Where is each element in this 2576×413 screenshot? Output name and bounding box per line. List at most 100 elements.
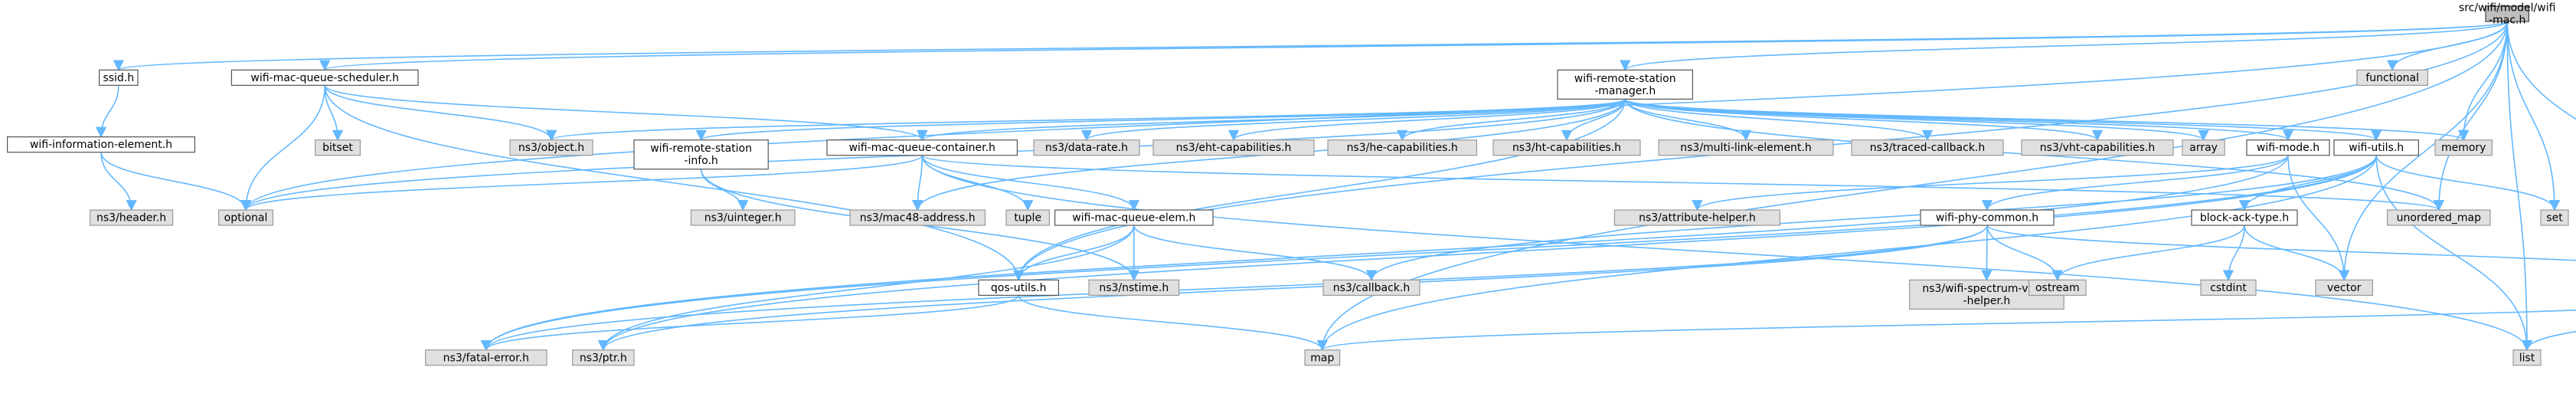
edge-root-to-list <box>2506 21 2533 352</box>
node-box-wmode[interactable] <box>2246 139 2330 156</box>
node-label-ht: ns3/ht-capabilities.h <box>1512 142 1621 154</box>
node-box-root[interactable] <box>2485 5 2530 22</box>
node-attrhelper: ns3/attribute-helper.h <box>1613 209 1780 226</box>
node-label-map: map <box>1310 352 1334 364</box>
edge-wrsm-to-qos <box>1013 99 1626 281</box>
node-label-mac48: ns3/mac48-address.h <box>860 212 976 225</box>
edge-root-to-wstd <box>2506 21 2576 120</box>
node-root[interactable]: src/wifi/model/wifi-mac.h <box>2459 2 2556 27</box>
node-box-attrhelper <box>1613 209 1780 226</box>
node-wrsi[interactable]: wifi-remote-station-info.h <box>633 139 769 170</box>
edge-root-to-set <box>2506 21 2561 211</box>
node-bat[interactable]: block-ack-type.h <box>2191 209 2298 226</box>
node-bitset: bitset <box>315 139 361 156</box>
edge-wmqe-to-ptr <box>597 225 1135 352</box>
node-box-wmqs[interactable] <box>230 69 419 86</box>
edge-wrsm-to-memory <box>1624 98 2469 142</box>
edge-root-to-ssid <box>113 21 2508 71</box>
node-callback: ns3/callback.h <box>1322 279 1420 296</box>
edge-wrsm-to-traced <box>1624 98 1934 142</box>
edge-qos-to-map <box>1018 295 1328 352</box>
node-box-wpc[interactable] <box>1920 209 2055 226</box>
node-label-ssid: ssid.h <box>103 72 134 84</box>
node-object: ns3/object.h <box>509 139 593 156</box>
edge-wstd-to-list <box>2521 330 2576 352</box>
node-wie[interactable]: wifi-information-element.h <box>7 136 196 153</box>
node-label-ostream: ostream <box>2035 282 2080 294</box>
node-wrsm[interactable]: wifi-remote-station-manager.h <box>1557 69 1693 100</box>
node-box-ptr <box>571 349 635 366</box>
node-wutils[interactable]: wifi-utils.h <box>2333 139 2420 156</box>
node-label-callback: ns3/callback.h <box>1333 282 1410 294</box>
node-wmqe[interactable]: wifi-mac-queue-elem.h <box>1054 209 1214 226</box>
node-cstdint: cstdint <box>2200 279 2257 296</box>
node-label-wie: wifi-information-element.h <box>30 139 172 151</box>
edge-wrsm-to-array <box>1624 98 2209 142</box>
edge-root-to-memory <box>2458 21 2508 142</box>
edge-bat-to-vector <box>2244 225 2350 281</box>
edge-wpc-to-wstd <box>1986 225 2576 261</box>
node-label-functional: functional <box>2365 72 2419 84</box>
edge-wmqe-to-callback <box>1133 225 1378 281</box>
node-label-header: ns3/header.h <box>96 212 166 225</box>
node-box-uinteger <box>690 209 796 226</box>
node-wmqc[interactable]: wifi-mac-queue-container.h <box>826 139 1018 156</box>
node-ostream: ostream <box>2028 279 2087 296</box>
node-box-ostream <box>2028 279 2087 296</box>
node-box-datarate <box>1033 139 1140 156</box>
node-ssid[interactable]: ssid.h <box>99 69 139 86</box>
edge-root-to-wmqs <box>320 21 2508 71</box>
node-label-tuple: tuple <box>1014 212 1041 225</box>
node-label-vector: vector <box>2327 282 2362 294</box>
edge-wutils-to-set <box>2375 155 2561 211</box>
node-box-qos[interactable] <box>978 279 1060 296</box>
edge-wie-to-optional <box>100 152 252 211</box>
node-box-wutils[interactable] <box>2333 139 2420 156</box>
edge-root-to-wrsm <box>1620 21 2508 71</box>
edge-wutils-to-ptr <box>597 155 2377 352</box>
node-box-ssid[interactable] <box>99 69 139 86</box>
node-box-vht <box>2021 139 2174 156</box>
edge-wmqc-to-optional <box>240 155 923 211</box>
edge-wutils-to-list <box>2375 155 2533 352</box>
edge-wmqs-to-qos <box>324 85 1025 281</box>
edge-wrsm-to-he <box>1397 99 1626 142</box>
node-box-tuple <box>1005 209 1051 226</box>
edge-wrsi-to-uinteger <box>700 169 749 211</box>
node-label-nstime: ns3/nstime.h <box>1099 282 1169 294</box>
node-box-cstdint <box>2200 279 2257 296</box>
node-box-wrsm[interactable] <box>1557 69 1693 100</box>
node-box-wie[interactable] <box>7 136 196 153</box>
node-box-optional <box>218 209 274 226</box>
node-label-ptr: ns3/ptr.h <box>580 352 627 364</box>
node-datarate: ns3/data-rate.h <box>1033 139 1140 156</box>
node-box-mac48 <box>849 209 986 226</box>
edge-wmqs-to-optional <box>240 85 325 211</box>
node-box-header <box>89 209 174 226</box>
node-wpc[interactable]: wifi-phy-common.h <box>1920 209 2055 226</box>
node-label-wrsi: wifi-remote-station <box>650 143 752 155</box>
node-qos[interactable]: qos-utils.h <box>978 279 1060 296</box>
edge-wrsm-to-wmqc <box>917 98 1626 142</box>
node-wmqs[interactable]: wifi-mac-queue-scheduler.h <box>230 69 419 86</box>
node-label-bitset: bitset <box>322 142 353 154</box>
node-box-functional <box>2356 69 2429 86</box>
edge-root-to-vector <box>2339 21 2508 281</box>
node-nstime: ns3/nstime.h <box>1088 279 1180 296</box>
node-label-array: array <box>2189 142 2218 154</box>
node-set: set <box>2540 209 2569 226</box>
node-box-bat[interactable] <box>2191 209 2298 226</box>
node-wmode[interactable]: wifi-mode.h <box>2246 139 2330 156</box>
edge-wutils-to-fatal <box>480 155 2377 352</box>
node-box-wmqc[interactable] <box>826 139 1018 156</box>
edge-wmqc-to-list <box>921 155 2532 352</box>
edge-wrsm-to-mle <box>1624 99 1752 142</box>
node-box-wrsi[interactable] <box>633 139 769 170</box>
node-label-attrhelper: ns3/attribute-helper.h <box>1639 212 1756 225</box>
node-label-traced: ns3/traced-callback.h <box>1870 142 1986 154</box>
node-box-wmqe[interactable] <box>1054 209 1214 226</box>
node-label-wpc: wifi-phy-common.h <box>1936 212 2038 225</box>
node-memory: memory <box>2434 139 2493 156</box>
edge-root-to-optional <box>240 21 2508 211</box>
edge-wutils-to-map <box>1316 155 2377 352</box>
